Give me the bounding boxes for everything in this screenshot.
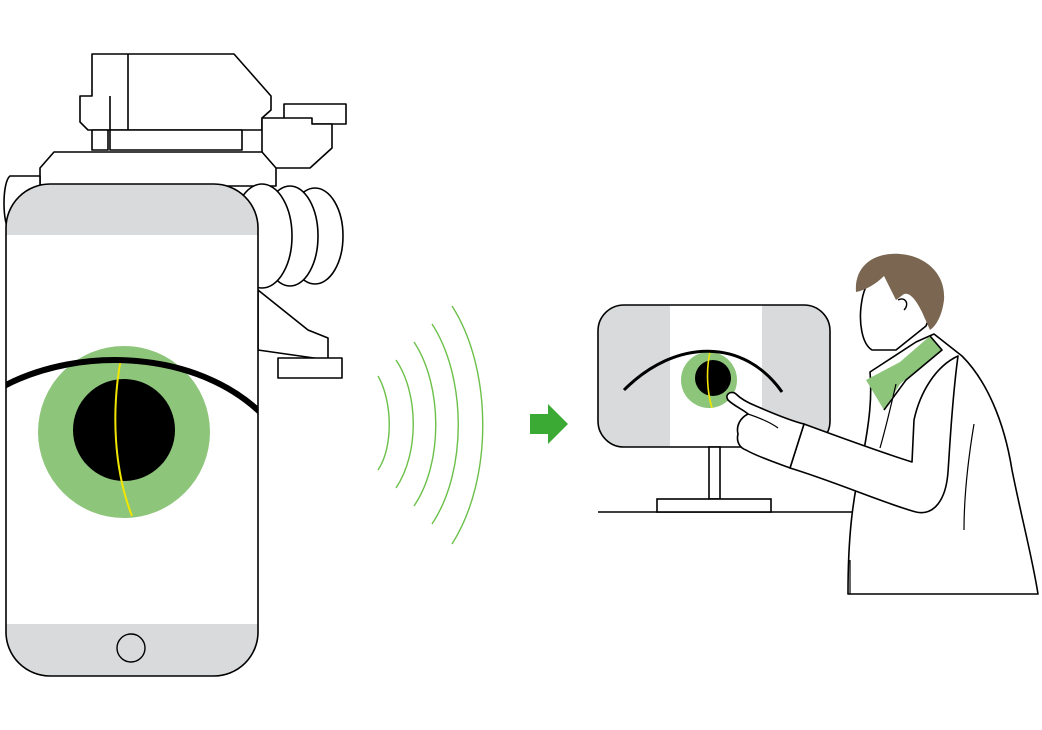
phone-top-bezel	[6, 184, 258, 235]
slit-light-line	[114, 357, 133, 517]
doctor-collar	[866, 336, 942, 410]
monitor-left-band	[598, 305, 670, 447]
monitor-slit-line	[706, 351, 713, 409]
monitor-eyelid-line	[622, 349, 784, 393]
monitor	[597, 304, 831, 513]
doctor-hand	[726, 391, 805, 469]
wireless-signal-icon	[377, 305, 484, 545]
slit-lamp-camera	[3, 53, 347, 379]
phone-bottom-bezel	[6, 624, 258, 676]
phone-eye-image	[6, 346, 258, 518]
home-button-icon	[116, 633, 146, 663]
eyelid-line	[6, 357, 258, 417]
doctor-hair	[855, 253, 945, 330]
pupil	[73, 379, 175, 481]
doctor	[726, 253, 1039, 595]
monitor-pupil	[695, 360, 731, 396]
smartphone	[5, 183, 259, 677]
doctor-arm	[789, 355, 959, 514]
arrow-right-icon	[530, 404, 568, 444]
monitor-eye-image	[622, 349, 784, 409]
